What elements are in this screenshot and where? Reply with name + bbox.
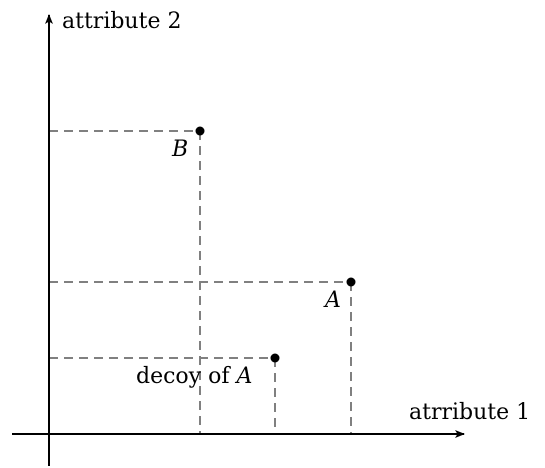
point-decoy-label-letter: A	[234, 364, 252, 389]
x-axis-label: atrribute 1	[409, 400, 530, 425]
point-b-label: B	[171, 137, 188, 162]
point-decoy-label: decoy of A	[136, 364, 252, 389]
point-decoy	[270, 353, 280, 363]
point-a-label: A	[323, 288, 341, 313]
point-b	[195, 126, 205, 136]
point-a	[346, 277, 356, 287]
y-axis-label: attribute 2	[62, 9, 181, 34]
point-decoy-label-prefix: decoy of	[136, 364, 236, 389]
